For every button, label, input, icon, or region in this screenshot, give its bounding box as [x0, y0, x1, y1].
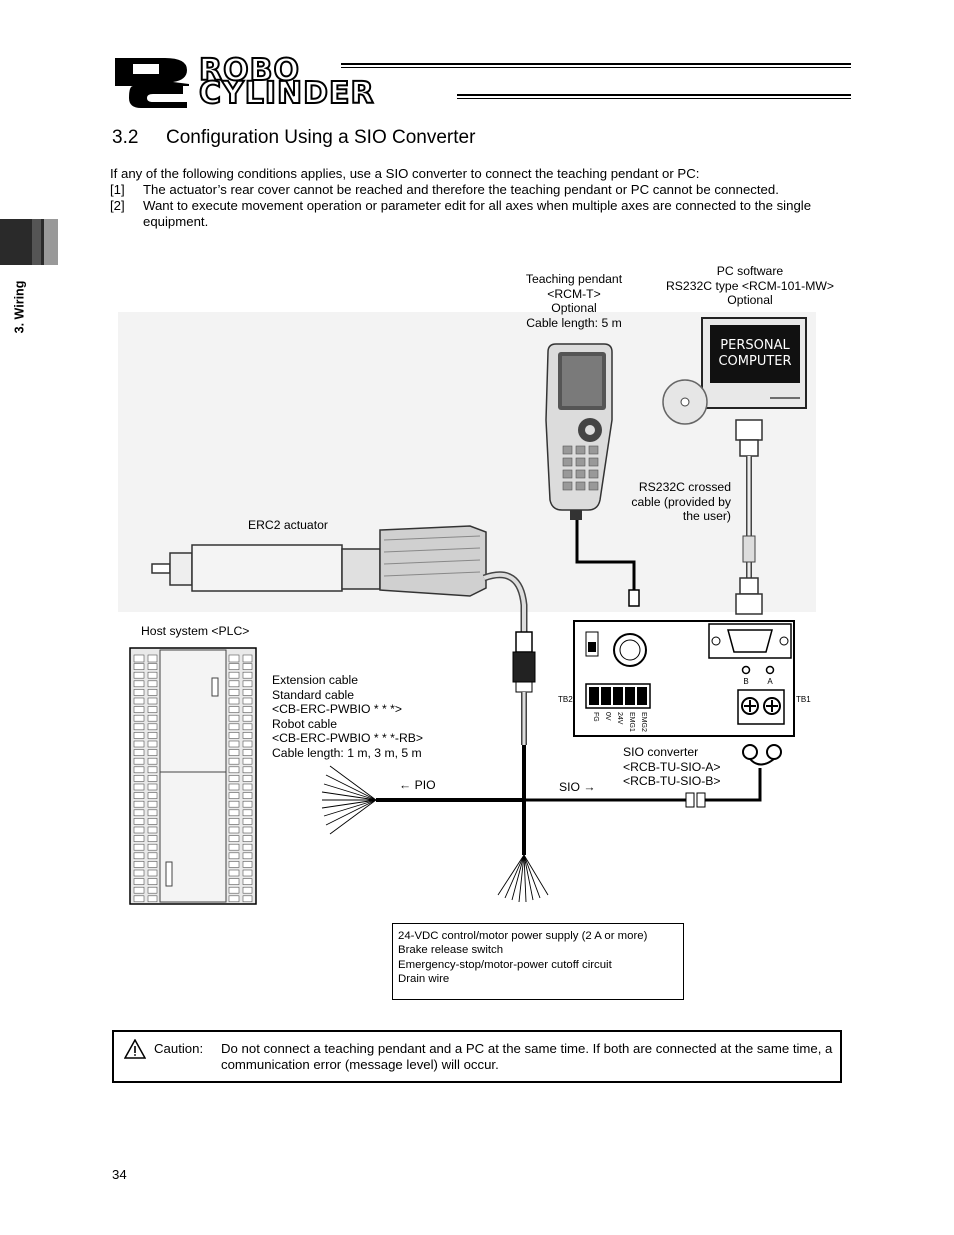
pio-label: ← PIO [399, 778, 436, 792]
sio-converter-icon [573, 620, 795, 737]
caution-label: Caution: [154, 1041, 204, 1056]
chapter-side-tab [0, 219, 58, 265]
power-line-1: 24-VDC control/motor power supply (2 A o… [398, 930, 648, 942]
pin-0v: 0V [604, 712, 611, 721]
power-line-2: Brake release switch [398, 944, 504, 957]
terminal-pin-labels: FG 0V 24V EMG1 EMG2 [592, 712, 647, 732]
intro-item-2-num: [2] [110, 198, 125, 213]
pc-screen-line2: COMPUTER [718, 354, 791, 369]
page-number: 34 [112, 1167, 127, 1182]
extension-cable-label: Extension cable Standard cable <CB-ERC-P… [272, 673, 424, 760]
sio-converter-label: SIO converter <RCB-TU-SIO-A> <RCB-TU-SIO… [623, 745, 721, 788]
power-wires [497, 854, 549, 903]
personal-computer-icon: PERSONAL COMPUTER [701, 317, 807, 409]
actuator-label: ERC2 actuator [248, 518, 328, 532]
pc-screen-line1: PERSONAL [720, 338, 790, 353]
caution-text: Do not connect a teaching pendant and a … [221, 1041, 833, 1072]
intro-lead: If any of the following conditions appli… [110, 166, 700, 181]
pio-wires [321, 765, 377, 835]
header-rule-top [341, 63, 851, 65]
tb2-label: TB2 [558, 695, 573, 704]
logo-robo-text: ROBO [198, 53, 300, 88]
header-rule-top-thin [341, 67, 851, 68]
logo: ROBO CYLINDER [113, 53, 453, 111]
software-cd-icon [662, 379, 708, 425]
rs232c-cable-label: RS232C crossed cable (provided by the us… [631, 480, 731, 523]
sio-label: SIO → [559, 780, 596, 794]
section-title: Configuration Using a SIO Converter [166, 127, 476, 148]
pin-fg: FG [592, 712, 599, 722]
header-rule-bottom [457, 94, 851, 96]
warning-icon [124, 1039, 146, 1059]
header-rule-bottom-thin [457, 98, 851, 99]
pin-emg2: EMG2 [640, 712, 647, 732]
terminal-a-label: A [767, 677, 773, 686]
logo-cylinder-text: CYLINDER [198, 76, 375, 111]
section-number: 3.2 [112, 127, 139, 148]
teaching-pendant-icon [545, 343, 613, 520]
pin-emg1: EMG1 [628, 712, 635, 732]
caution-box: Caution: Do not connect a teaching penda… [112, 1030, 842, 1083]
host-system-label: Host system <PLC> [141, 624, 250, 638]
intro-item-2-text: Want to execute movement operation or pa… [143, 198, 812, 229]
teaching-pendant-label: Teaching pendant <RCM-T> Optional Cable … [525, 272, 623, 330]
intro-item-1-text: The actuator’s rear cover cannot be reac… [143, 182, 779, 197]
power-line-3: Emergency-stop/motor-power cutoff circui… [398, 958, 612, 971]
rc-logo-mark-icon [115, 58, 189, 108]
pin-24v: 24V [616, 712, 623, 725]
plc-host-icon [129, 647, 257, 905]
intro-item-1-num: [1] [110, 182, 125, 197]
terminal-b-label: B [743, 677, 748, 686]
power-supply-box: 24-VDC control/motor power supply (2 A o… [392, 923, 684, 1000]
tb1-label: TB1 [796, 695, 811, 704]
pc-software-label: PC software RS232C type <RCM-101-MW> Opt… [666, 264, 834, 307]
power-line-4: Drain wire [398, 973, 450, 986]
erc2-actuator-icon [151, 525, 487, 597]
